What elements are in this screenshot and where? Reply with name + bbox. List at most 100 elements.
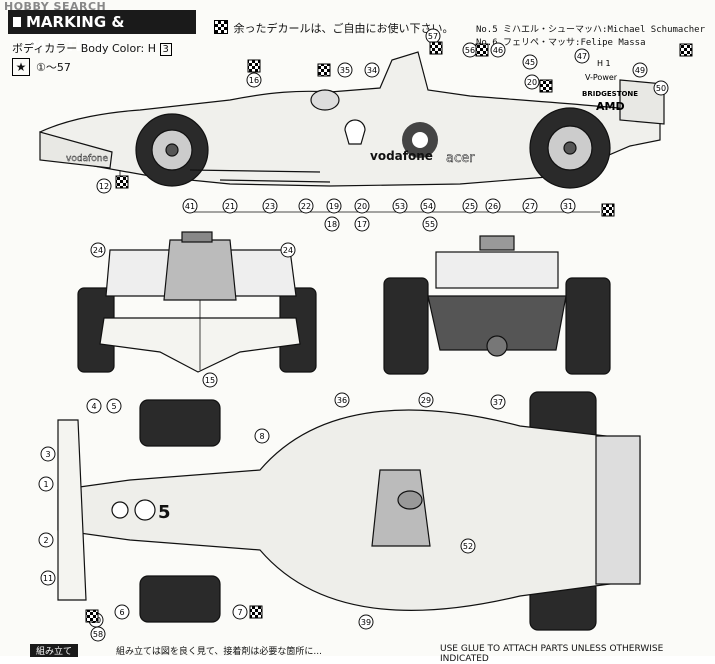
callout-34: 34 (364, 62, 380, 78)
bridgestone-logo: BRIDGESTONE (582, 90, 638, 98)
callout-55: 55 (422, 216, 438, 232)
callout-6: 6 (114, 604, 130, 620)
callout-26: 26 (485, 198, 501, 214)
callout-label: 56 (465, 46, 475, 55)
callout-11: 11 (40, 570, 56, 586)
callout-label: 1 (43, 480, 48, 489)
callout-29: 29 (418, 392, 434, 408)
callout-35: 35 (337, 62, 353, 78)
callout-label: 45 (525, 58, 535, 67)
callout-label: 46 (493, 46, 503, 55)
callout-45: 45 (522, 54, 538, 70)
callout-49: 49 (632, 62, 648, 78)
star-icon: ★ (12, 58, 30, 76)
callout-label: 2 (43, 536, 48, 545)
callout-label: 18 (327, 220, 337, 229)
callout-25: 25 (462, 198, 478, 214)
h1-marker: H 1 (597, 59, 611, 68)
callout-label: 54 (423, 202, 433, 211)
callout-56: 56 (462, 42, 478, 58)
callout-label: 34 (367, 66, 377, 75)
callout-8: 8 (254, 428, 270, 444)
callout-label: 37 (493, 398, 503, 407)
callout-3: 3 (40, 446, 56, 462)
callout-39: 39 (358, 614, 374, 630)
callout-7: 7 (232, 604, 248, 620)
callout-1: 1 (38, 476, 54, 492)
rear-view (383, 235, 611, 375)
callout-2: 2 (38, 532, 54, 548)
callout-52: 52 (460, 538, 476, 554)
body-color-code: H (147, 42, 157, 55)
callout-41: 41 (182, 198, 198, 214)
callout-31: 31 (560, 198, 576, 214)
callout-46: 46 (490, 42, 506, 58)
callout-58: 58 (90, 626, 106, 642)
callout-label: 4 (91, 402, 96, 411)
checker-markers (85, 41, 693, 623)
callout-label: 6 (119, 608, 124, 617)
callout-4: 4 (86, 398, 102, 414)
callout-24: 24 (90, 242, 106, 258)
section-header: MARKING & PAINTING (8, 10, 196, 55)
watermark-text: HOBBY SEARCH (4, 0, 107, 13)
callout-label: 55 (425, 220, 435, 229)
callout-label: 11 (43, 574, 53, 583)
callout-label: 17 (357, 220, 367, 229)
callout-label: 35 (340, 66, 350, 75)
assembly-section-label: 組み立て (30, 644, 79, 657)
callout-label: 52 (463, 542, 473, 551)
amd-logo: AMD (596, 100, 625, 113)
callout-label: 26 (488, 202, 498, 211)
callout-label: 20 (357, 202, 367, 211)
top-view: 5 (57, 391, 641, 631)
callout-21: 21 (222, 198, 238, 214)
callout-label: 16 (249, 76, 259, 85)
callout-label: 50 (656, 84, 666, 93)
callout-50: 50 (653, 80, 669, 96)
callout-12: 12 (96, 178, 112, 194)
callout-20: 20 (354, 198, 370, 214)
assembly-note-jp: 組み立ては図を良く見て、接着剤は必要な箇所に... (116, 647, 322, 657)
callout-label: 27 (525, 202, 535, 211)
callout-label: 15 (205, 376, 215, 385)
body-color-num: 3 (159, 43, 172, 56)
decal-note-text: 余ったデカールは、ご自由にお使い下さい。 (233, 22, 454, 35)
assembly-note-en: USE GLUE TO ATTACH PARTS UNLESS OTHERWIS… (440, 644, 664, 664)
callout-label: 57 (428, 32, 438, 41)
body-color: ボディカラー Body Color: H 3 (12, 40, 172, 56)
decal-range-text: ①～57 (36, 61, 71, 74)
svg-text:5: 5 (158, 502, 171, 523)
callout-label: 36 (337, 396, 347, 405)
callout-57: 57 (425, 28, 441, 44)
callout-label: 19 (329, 202, 339, 211)
driver-list: No.5 ミハエル・シューマッハ:Michael Schumacher No.6… (476, 24, 705, 50)
callout-22: 22 (298, 198, 314, 214)
decal-note: 余ったデカールは、ご自由にお使い下さい。 (212, 20, 454, 36)
callout-24: 24 (280, 242, 296, 258)
watermark: HOBBY SEARCH (4, 0, 106, 13)
driver-6: No.6 フェリペ・マッサ:Felipe Massa (475, 38, 646, 48)
callout-36: 36 (334, 392, 350, 408)
callout-53: 53 (392, 198, 408, 214)
callout-label: 31 (563, 202, 573, 211)
callout-label: 29 (421, 396, 431, 405)
callout-label: 58 (93, 630, 103, 639)
vpower-logo: V-Power (585, 73, 618, 82)
callout-20: 20 (524, 74, 540, 90)
callout-label: 21 (225, 202, 235, 211)
callout-label: 24 (283, 246, 293, 255)
callout-37: 37 (490, 394, 506, 410)
callout-label: 49 (635, 66, 645, 75)
callout-15: 15 (202, 372, 218, 388)
callout-label: 22 (301, 202, 311, 211)
vodafone-front-logo: vodafone (66, 154, 108, 164)
callout-label: 12 (99, 182, 109, 191)
callout-label: 41 (185, 202, 195, 211)
callout-label: 53 (395, 202, 405, 211)
front-view (77, 231, 317, 373)
callout-17: 17 (354, 216, 370, 232)
assembly-footer: 組み立て 組み立ては図を良く見て、接着剤は必要な箇所に... USE GLUE … (0, 644, 715, 664)
